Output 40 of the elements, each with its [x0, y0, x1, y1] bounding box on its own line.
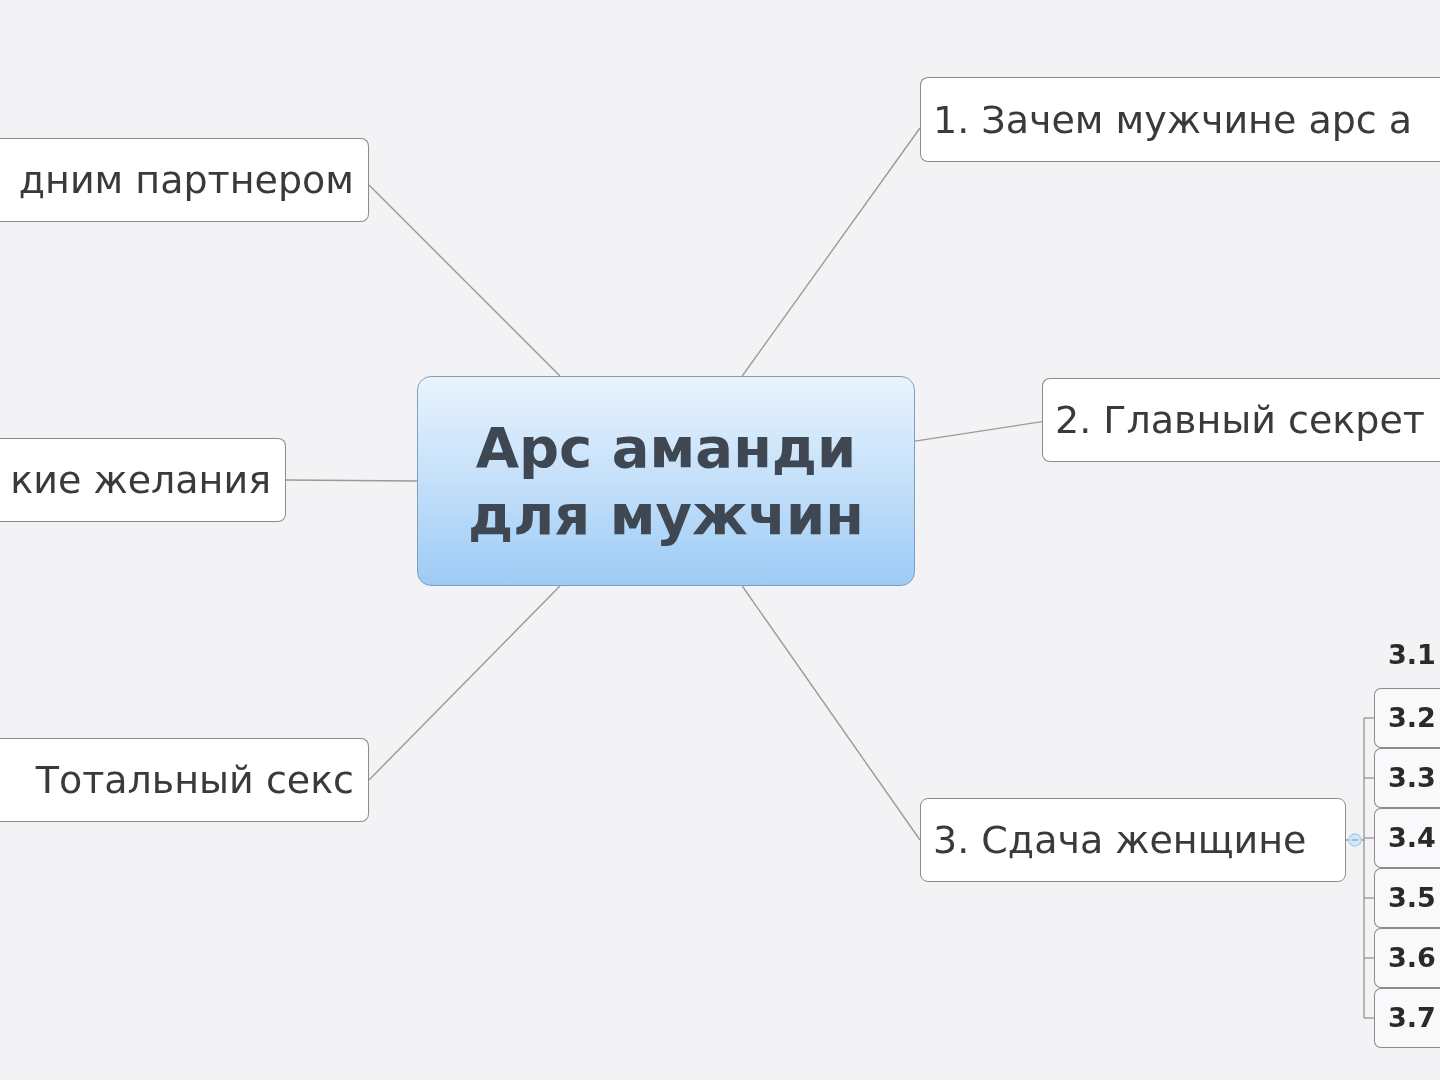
connector-line — [741, 127, 921, 377]
connector-line — [741, 585, 921, 841]
subtopic-box — [1374, 688, 1440, 748]
subtopic-box — [1374, 988, 1440, 1048]
connector-line — [1363, 837, 1375, 839]
topic-text: кие желания — [10, 457, 271, 503]
connector-line — [1363, 897, 1375, 899]
subtopic-text: 3.1 — [1388, 638, 1436, 672]
subtopic-text: 3.5 — [1388, 881, 1436, 915]
subtopic-box — [1374, 868, 1440, 928]
connector-line — [1363, 1017, 1375, 1019]
topic-text: Тотальный секс — [35, 757, 354, 803]
connector-line — [368, 184, 561, 377]
subtopic-text: 3.3 — [1388, 761, 1436, 795]
central-topic-box — [417, 376, 915, 586]
topic-text: дним партнером — [18, 157, 354, 203]
topic-box — [920, 77, 1440, 162]
connector-line — [1363, 777, 1375, 779]
topic-text: 3. Сдача женщине — [933, 817, 1307, 863]
subtopic-box — [1374, 808, 1440, 868]
central-topic-text: Арс аманди для мужчин — [466, 414, 866, 548]
topic-box — [1042, 378, 1440, 462]
subtopic-box — [1374, 748, 1440, 808]
topic-box — [920, 798, 1346, 882]
topic-box — [0, 438, 286, 522]
topic-text: 1. Зачем мужчине арс а — [933, 96, 1413, 143]
subtopic-text: 3.6 — [1388, 941, 1436, 975]
connector-line — [1363, 957, 1375, 959]
subtopic-box — [1374, 928, 1440, 988]
topic-box — [0, 738, 369, 822]
connector-line — [368, 585, 561, 781]
connector-line — [1345, 717, 1365, 1019]
subtopic-text: 3.4 — [1388, 821, 1436, 855]
connector-line — [914, 421, 1043, 442]
connector-line — [1363, 717, 1375, 719]
topic-text: 2. Главный секрет — [1055, 397, 1425, 443]
connector-line — [285, 479, 418, 482]
topic-box — [0, 138, 369, 222]
subtopic-text: 3.2 — [1388, 701, 1436, 735]
subtopic-text: 3.7 — [1388, 1001, 1436, 1035]
